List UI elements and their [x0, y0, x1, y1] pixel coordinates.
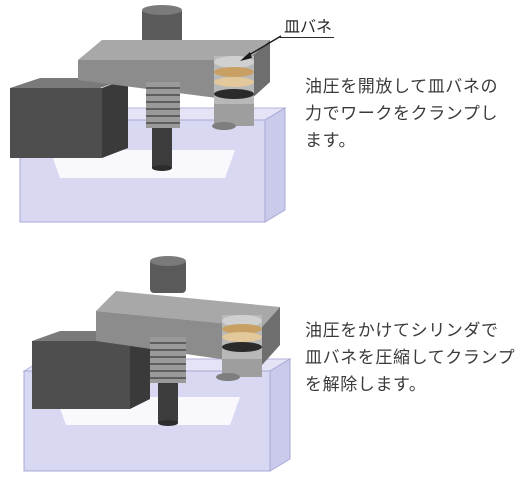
- bolt-head: [150, 256, 186, 293]
- unclamped-state-caption: 油圧をかけてシリンダで 皿バネを圧縮してクランプ を解除します。: [305, 318, 515, 399]
- caption-line: ます。: [305, 131, 357, 151]
- caption-line: 油圧をかけてシリンダで: [305, 321, 499, 341]
- unclamped-state-diagram: [0, 245, 300, 477]
- caption-line: 皿バネを圧縮してクランプ: [305, 348, 516, 368]
- clamped-state-caption: 油圧を開放して皿バネの 力でワークをクランプし ます。: [305, 74, 498, 155]
- threaded-stud: [146, 82, 180, 171]
- workpiece-block: [32, 331, 150, 409]
- caption-line: 力でワークをクランプし: [305, 104, 499, 124]
- disc-spring-stack: [216, 315, 262, 381]
- workpiece-block: [10, 78, 128, 158]
- threaded-stud: [150, 337, 186, 426]
- bolt-head: [142, 5, 182, 44]
- disc-spring-stack: [212, 56, 254, 130]
- clamped-state-diagram: [0, 0, 300, 240]
- caption-line: を解除します。: [305, 375, 427, 395]
- caption-line: 油圧を開放して皿バネの: [305, 77, 499, 97]
- disc-spring-callout-label: 皿バネ: [278, 18, 335, 38]
- callout-leader: [240, 35, 282, 61]
- clamp-arm: [78, 40, 270, 102]
